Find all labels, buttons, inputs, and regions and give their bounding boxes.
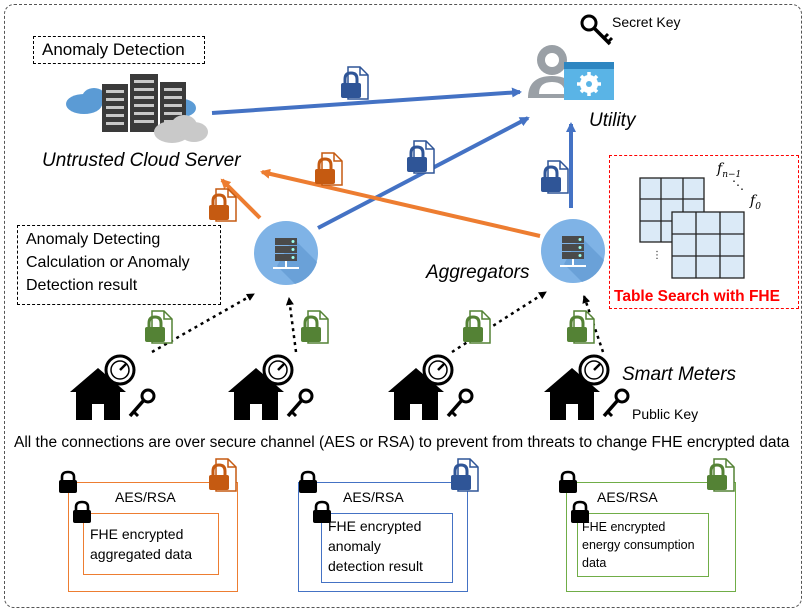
cloud-server-icon [66,74,208,143]
secret-key-icon [580,14,614,46]
padlock-icon [299,470,317,493]
aggregator-icon [254,221,318,285]
settings-window-icon [564,62,614,100]
legend-line3: data [582,556,607,570]
lock-document-icon [301,310,329,344]
legend-line1: FHE encrypted [582,520,666,534]
utility-icon [528,45,614,100]
table-search-label: Table Search with FHE [614,288,780,305]
meter-gauge-icon [104,354,136,386]
table-search-box: ⋮ fn−1 ⋱ f0 Table Search with FHE [609,155,799,309]
padlock-icon [313,500,331,523]
legend-aggregated-data: AES/RSA FHE encrypted aggregated data [68,482,238,592]
table-grid-icon: ⋮ [639,177,745,279]
secure-channel-note: All the connections are over secure chan… [14,434,790,451]
smart-meter-icon [544,354,630,420]
legend-line2: energy consumption [582,538,695,552]
arrow-cloud-to-utility [211,87,522,115]
anomaly-calc-line1: Anomaly Detecting [26,231,161,248]
legend-energy-data: AES/RSA FHE encrypted energy consumption… [566,482,736,592]
f-0-label: f0 [750,193,761,212]
lock-document-icon [407,140,435,174]
padlock-icon [59,470,77,493]
arrow-aggregator2-to-cloud [260,168,541,238]
anomaly-detection-label: Anomaly Detection [42,40,185,59]
arrow-meter1-to-aggregator1 [151,292,255,354]
untrusted-cloud-server-label: Untrusted Cloud Server [42,150,241,171]
lock-document-icon [707,458,735,492]
aggregator-icon [541,219,605,283]
padlock-icon [73,500,91,523]
lock-document-icon [209,458,237,492]
meter-gauge-icon [262,354,294,386]
arrow-aggregator1-to-cloud [220,178,262,220]
lock-document-icon [341,66,369,100]
lock-document-icon [451,458,479,492]
smart-meter-icon [228,354,314,420]
anomaly-calc-line3: Detection result [26,277,138,294]
meter-gauge-icon [578,354,610,386]
legend-aes-label: AES/RSA [343,489,404,505]
key-icon [286,388,314,418]
anomaly-calculation-box: Anomaly Detecting Calculation or Anomaly… [17,225,221,305]
legend-line2: anomaly [328,538,381,554]
legend-aes-label: AES/RSA [115,489,176,505]
padlock-icon [559,470,577,493]
smart-meter-icon [70,354,156,420]
lock-document-icon [541,160,569,194]
smart-meter-icon [388,354,474,420]
legend-line1: FHE encrypted [90,526,184,542]
key-icon [446,388,474,418]
arrow-meter2-to-aggregator1 [285,297,298,353]
arrow-meter3-to-aggregator2 [451,290,547,354]
legend-inner-box: FHE encrypted energy consumption data [577,513,709,577]
aggregators-label: Aggregators [426,262,530,283]
anomaly-calc-line2: Calculation or Anomaly [26,254,190,271]
key-icon [128,388,156,418]
legend-aes-label: AES/RSA [597,489,658,505]
legend-anomaly-result: AES/RSA FHE encrypted anomaly detection … [298,482,468,592]
public-key-label: Public Key [632,406,699,422]
legend-inner-box: FHE encrypted aggregated data [83,513,219,575]
ellipsis-label: ⋱ [732,178,744,192]
utility-label: Utility [589,110,636,131]
legend-line1: FHE encrypted [328,518,422,534]
key-icon [602,388,630,418]
legend-line2: aggregated data [90,546,192,562]
lock-document-icon [209,188,237,222]
diagram-frame [4,4,802,608]
svg-text:⋮: ⋮ [652,250,662,261]
legend-line3: detection result [328,558,423,574]
legend-inner-box: FHE encrypted anomaly detection result [321,513,453,583]
lock-document-icon [567,310,595,344]
padlock-icon [571,500,589,523]
f-n-minus-1-label: fn−1 [717,161,742,180]
lock-document-icon [463,310,491,344]
anomaly-detection-box: Anomaly Detection [33,36,205,64]
lock-document-icon [145,310,173,344]
secret-key-label: Secret Key [612,14,681,30]
meter-gauge-icon [422,354,454,386]
smart-meters-label: Smart Meters [622,364,737,385]
lock-document-icon [315,152,343,186]
